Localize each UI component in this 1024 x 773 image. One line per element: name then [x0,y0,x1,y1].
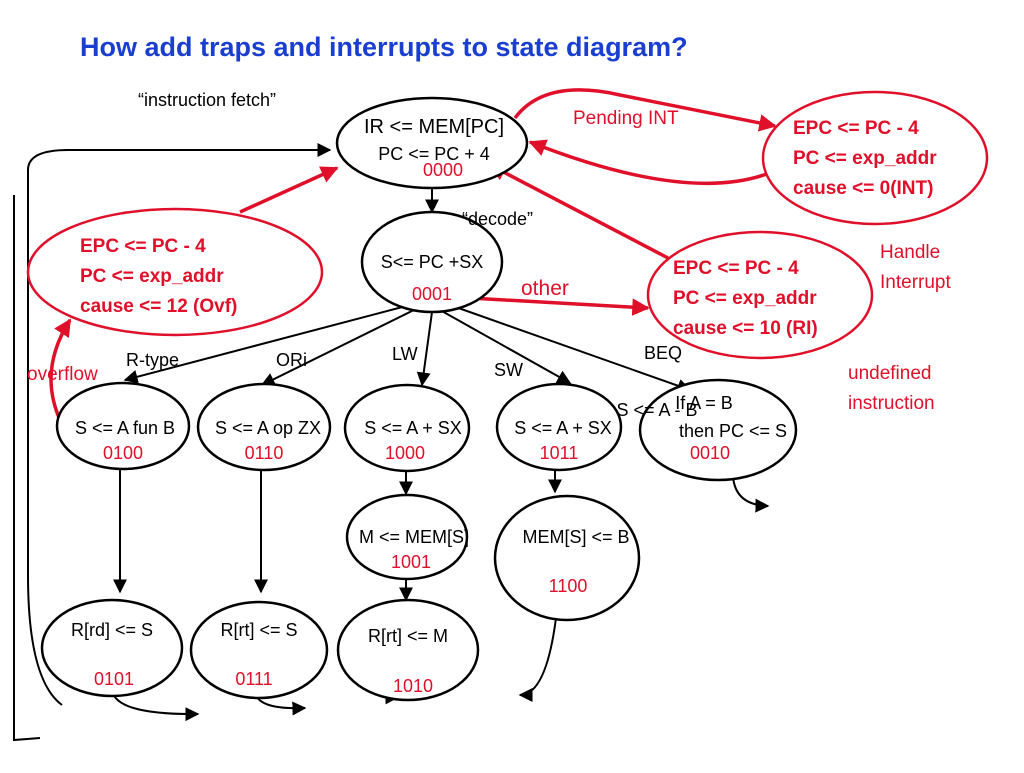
state-beq-code: 0010 [690,443,730,463]
state-exception-interrupt: EPC <= PC - 4 PC <= exp_addr cause <= 0(… [761,90,989,226]
state-fetch-ellipse [335,96,529,190]
state-sw-addr-ellipse [495,382,623,472]
label-other: other [521,277,569,300]
state-rtype-exec-ellipse [55,381,191,471]
state-exception-ri-line-1: EPC <= PC - 4 [673,258,799,279]
state-exception-ri: EPC <= PC - 4 PC <= exp_addr cause <= 10… [646,230,874,360]
state-sw-addr-line-1: S <= A + SX [514,418,612,438]
state-fetch: IR <= MEM[PC] PC <= PC + 4 0000 [335,96,529,190]
label-handle-interrupt-line-1: Handle [880,242,940,263]
state-lw-addr-ellipse [343,383,471,473]
arrow-interrupt-to-fetch [528,139,773,185]
state-lw-wb: R[rt] <= M 1010 [336,598,480,702]
label-instruction-fetch: “instruction fetch” [138,90,276,110]
state-rtype-exec: S <= A fun B 0100 [55,381,191,471]
state-exception-overflow-line-1: EPC <= PC - 4 [80,236,206,257]
label-pending-int: Pending INT [573,108,679,129]
state-beq-line-3: then PC <= S [679,421,787,441]
slide-title: How add traps and interrupts to state di… [80,32,688,62]
state-ori-wb-code: 0111 [235,669,272,689]
arrow-decode-to-ri [469,296,650,316]
state-beq-ellipse [638,378,798,482]
arrow-decode-to-sw [439,309,572,384]
branch-label-beq: BEQ [644,343,682,363]
label-decode: “decode” [462,209,533,229]
branch-label-ori: ORi [276,350,307,370]
state-exception-overflow-ellipse [26,207,324,337]
state-lw-mem-line-1: M <= MEM[S] [359,527,469,547]
arrow-ri-to-fetch [488,163,669,260]
arrow-rtype-to-ovf [49,318,72,421]
label-undefined-instruction-line-1: undefined [848,363,931,384]
arrow-ovf-to-fetch [239,166,339,214]
state-fetch-line-1: IR <= MEM[PC] [364,116,504,138]
state-decode-line-1: S<= PC +SX [381,252,484,272]
state-exception-interrupt-line-1: EPC <= PC - 4 [793,118,919,139]
label-overflow: overflow [27,364,98,385]
state-ori-exec-code: 0110 [245,443,284,463]
label-undefined-instruction-line-2: instruction [848,393,935,414]
state-ori-exec: S <= A op ZX 0110 [196,382,332,472]
state-exception-interrupt-line-3: cause <= 0(INT) [793,178,933,199]
state-exception-overflow-line-2: PC <= exp_addr [80,266,224,287]
state-rtype-wb-code: 0101 [94,669,134,689]
state-ori-wb-line-1: R[rt] <= S [220,620,297,640]
branch-label-sw: SW [494,360,523,380]
state-ori-exec-line-1: S <= A op ZX [215,418,321,438]
arrow-decode-to-beq [449,304,692,393]
state-sw-mem-line-1: MEM[S] <= B [522,527,629,547]
state-exception-interrupt-line-2: PC <= exp_addr [793,148,937,169]
state-exception-interrupt-ellipse [761,90,989,226]
state-exception-overflow: EPC <= PC - 4 PC <= exp_addr cause <= 12… [26,207,324,337]
arrow-sw-mem-exit [518,617,557,702]
arrow-decode-to-rtype [123,304,411,384]
state-beq: S <= A - B If A = B then PC <= S 0010 [616,378,798,482]
state-rtype-exec-line-1: S <= A fun B [75,418,175,438]
label-handle-interrupt-line-2: Interrupt [880,272,951,293]
branch-label-rtype: R-type [126,350,179,370]
state-rtype-wb-line-1: R[rd] <= S [71,620,153,640]
state-fetch-code: 0000 [423,160,463,180]
arrow-beq-exit [732,475,770,513]
state-beq-line-2: If A = B [675,393,733,413]
state-exception-ri-ellipse [646,230,874,360]
state-sw-mem-code: 1100 [549,576,588,596]
arrow-decode-to-lw [416,311,433,387]
loop-return-outer [13,195,41,742]
state-exception-overflow-line-3: cause <= 12 (Ovf) [80,296,237,317]
state-sw-addr: S <= A + SX 1011 [495,382,623,472]
state-rtype-wb: R[rd] <= S 0101 [40,598,184,698]
state-exception-ri-line-3: cause <= 10 (RI) [673,318,818,339]
state-ori-wb: R[rt] <= S 0111 [189,600,329,700]
state-lw-wb-line-1: R[rt] <= M [368,626,448,646]
state-sw-mem-ellipse [493,494,641,622]
loop-return-inner [27,143,332,706]
state-decode-code: 0001 [412,284,452,304]
state-fetch-line-2: PC <= PC + 4 [378,144,490,164]
state-rtype-wb-ellipse [40,598,184,698]
state-exception-ri-line-2: PC <= exp_addr [673,288,817,309]
arrow-fetch-to-interrupt [513,88,777,132]
state-decode: S<= PC +SX 0001 [360,210,504,314]
state-lw-addr-line-1: S <= A + SX [364,418,462,438]
state-lw-mem: M <= MEM[S] 1001 [345,493,469,581]
state-lw-wb-ellipse [336,598,480,702]
branch-label-lw: LW [392,344,418,364]
state-lw-addr-code: 1000 [385,443,425,463]
state-beq-line-1: S <= A - B [616,400,697,420]
arrow-decode-to-ori [260,306,421,386]
state-decode-ellipse [360,210,504,314]
state-sw-addr-code: 1011 [540,443,579,463]
state-lw-wb-code: 1010 [393,676,433,696]
state-rtype-exec-code: 0100 [103,443,143,463]
state-sw-mem: MEM[S] <= B 1100 [493,494,641,622]
state-lw-addr: S <= A + SX 1000 [343,383,471,473]
state-lw-mem-ellipse [345,493,469,581]
state-lw-mem-code: 1001 [391,552,431,572]
state-ori-wb-ellipse [189,600,329,700]
state-ori-exec-ellipse [196,382,332,472]
